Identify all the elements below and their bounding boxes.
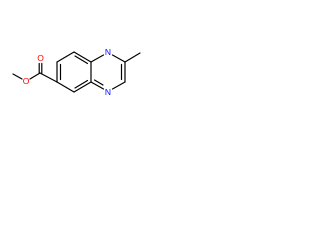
- bond-c8a-n1: [90, 54, 105, 63]
- bond-n4-c4a-inner: [93, 79, 104, 86]
- carbonyl-oxygen-label: O: [37, 53, 44, 63]
- ring-nitrogen-1-label: N: [105, 47, 111, 57]
- bond-n4-c4a: [90, 81, 105, 90]
- bond-carbonyl-ring: [39, 72, 58, 83]
- atom-labels: O O N N: [23, 47, 111, 97]
- bond-c4a-c5-inner: [74, 79, 89, 89]
- bond-c7-c8: [56, 51, 75, 63]
- bond-n1-c2: [111, 54, 126, 63]
- ring-nitrogen-4-label: N: [105, 87, 111, 97]
- bond-c5-c6: [56, 81, 75, 93]
- structure-canvas: O O N N: [0, 0, 152, 152]
- bond-methyl-oxygen: [12, 73, 23, 80]
- bonds: [12, 51, 141, 93]
- bond-oxygen-carbonyl: [29, 72, 41, 80]
- structure-drawing: O O N N: [12, 47, 141, 97]
- bond-c3-n4: [111, 81, 126, 90]
- bond-c8-c8a-inner: [74, 55, 89, 65]
- bond-c8-c8a: [73, 51, 92, 63]
- ether-oxygen-label: O: [23, 76, 30, 86]
- bond-c4a-c5: [73, 81, 92, 93]
- bond-c2-methyl: [124, 52, 141, 63]
